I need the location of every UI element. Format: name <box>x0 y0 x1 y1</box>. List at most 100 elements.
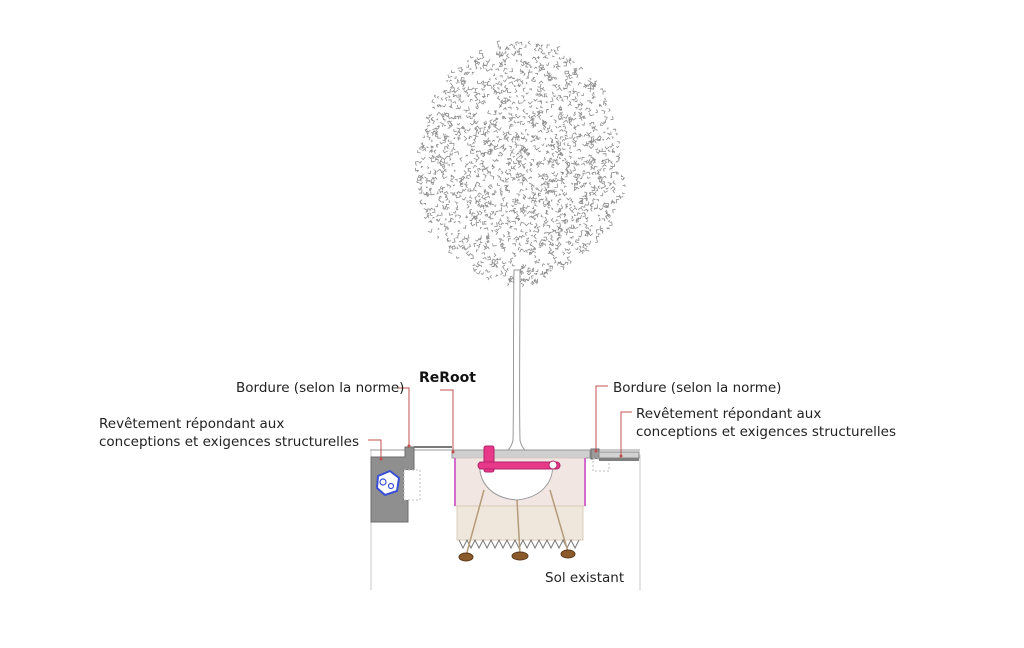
canopy-leaf-mark <box>482 221 487 225</box>
canopy-leaf-mark <box>585 227 590 230</box>
canopy-leaf-mark <box>524 137 528 143</box>
canopy-leaf-mark <box>495 265 498 268</box>
canopy-leaf-mark <box>505 136 510 142</box>
canopy-leaf-mark <box>517 78 521 81</box>
canopy-leaf-mark <box>483 126 487 130</box>
canopy-leaf-mark <box>586 158 591 163</box>
canopy-leaf-mark <box>533 278 539 283</box>
canopy-leaf-mark <box>429 212 433 217</box>
canopy-leaf-mark <box>468 211 473 215</box>
canopy-leaf-mark <box>517 52 520 56</box>
canopy-leaf-mark <box>492 264 498 268</box>
canopy-leaf-mark <box>431 130 437 134</box>
canopy-leaf-mark <box>538 150 542 153</box>
canopy-leaf-mark <box>546 231 550 236</box>
canopy-leaf-mark <box>586 134 590 137</box>
canopy-leaf-mark <box>535 93 539 96</box>
canopy-leaf-mark <box>517 41 523 46</box>
canopy-leaf-mark <box>505 97 510 103</box>
canopy-leaf-mark <box>439 158 444 164</box>
canopy-leaf-mark <box>540 49 544 55</box>
canopy-leaf-mark <box>559 129 564 132</box>
canopy-leaf-mark <box>481 101 485 105</box>
canopy-leaf-mark <box>509 225 513 229</box>
canopy-leaf-mark <box>515 144 520 149</box>
canopy-leaf-mark <box>498 103 503 107</box>
canopy-leaf-mark <box>446 238 452 242</box>
canopy-leaf-mark <box>508 279 513 283</box>
leader-dots <box>379 444 623 461</box>
canopy-leaf-mark <box>492 121 498 126</box>
canopy-leaf-mark <box>520 210 523 213</box>
canopy-leaf-mark <box>541 119 545 124</box>
canopy-leaf-mark <box>506 216 509 220</box>
canopy-leaf-mark <box>504 222 509 226</box>
canopy-leaf-mark <box>490 184 494 188</box>
canopy-leaf-mark <box>540 44 544 48</box>
canopy-leaf-mark <box>515 136 520 141</box>
canopy-leaf-mark <box>436 95 440 99</box>
canopy-leaf-mark <box>435 155 439 158</box>
canopy-leaf-mark <box>541 66 545 70</box>
canopy-leaf-mark <box>576 218 579 222</box>
canopy-leaf-mark <box>464 71 471 76</box>
canopy-leaf-mark <box>528 115 531 119</box>
canopy-leaf-mark <box>519 248 524 253</box>
canopy-leaf-mark <box>592 129 595 133</box>
canopy-leaf-mark <box>493 212 497 216</box>
canopy-leaf-mark <box>506 172 512 177</box>
canopy-leaf-mark <box>531 210 535 214</box>
canopy-leaf-mark <box>573 142 577 147</box>
canopy-leaf-mark <box>498 207 502 212</box>
canopy-leaf-mark <box>543 204 547 208</box>
canopy-leaf-mark <box>548 157 553 161</box>
canopy-leaf-mark <box>476 244 480 249</box>
canopy-leaf-mark <box>469 195 473 199</box>
canopy-leaf-mark <box>446 88 451 94</box>
canopy-leaf-mark <box>523 44 527 48</box>
canopy-leaf-mark <box>487 94 490 98</box>
canopy-leaf-mark <box>513 252 516 257</box>
canopy-leaf-mark <box>543 271 547 274</box>
canopy-leaf-mark <box>571 201 574 204</box>
canopy-leaf-mark <box>534 279 539 285</box>
canopy-leaf-mark <box>540 64 544 68</box>
canopy-leaf-mark <box>537 192 541 196</box>
canopy-leaf-mark <box>492 119 497 123</box>
canopy-leaf-mark <box>428 220 433 224</box>
canopy-leaf-mark <box>573 125 576 128</box>
canopy-leaf-mark <box>465 154 469 157</box>
canopy-leaf-mark <box>501 247 506 252</box>
canopy-leaf-mark <box>488 78 491 81</box>
canopy-leaf-mark <box>480 99 486 104</box>
canopy-leaf-mark <box>467 188 471 192</box>
canopy-leaf-mark <box>574 214 577 217</box>
canopy-leaf-mark <box>419 186 422 189</box>
canopy-leaf-mark <box>557 84 561 89</box>
canopy-leaf-mark <box>504 269 508 274</box>
canopy-leaf-mark <box>433 149 437 154</box>
canopy-leaf-mark <box>491 139 495 142</box>
canopy-leaf-mark <box>491 164 495 168</box>
canopy-leaf-mark <box>569 206 573 212</box>
canopy-leaf-mark <box>542 223 546 226</box>
canopy-leaf-mark <box>557 261 561 265</box>
canopy-leaf-mark <box>458 98 462 101</box>
canopy-leaf-mark <box>611 136 614 139</box>
canopy-leaf-mark <box>600 228 604 232</box>
canopy-leaf-mark <box>539 238 545 244</box>
canopy-leaf-mark <box>556 140 560 145</box>
canopy-leaf-mark <box>504 50 507 54</box>
canopy-leaf-mark <box>542 243 546 246</box>
canopy-leaf-mark <box>470 150 475 154</box>
canopy-leaf-mark <box>515 115 521 119</box>
canopy-leaf-mark <box>564 78 569 84</box>
canopy-leaf-mark <box>470 161 474 164</box>
canopy-leaf-mark <box>457 106 461 110</box>
canopy-leaf-mark <box>607 159 612 163</box>
canopy-leaf-mark <box>571 209 575 214</box>
canopy-leaf-mark <box>439 212 443 216</box>
canopy-leaf-mark <box>455 256 460 259</box>
canopy-leaf-mark <box>523 278 526 281</box>
